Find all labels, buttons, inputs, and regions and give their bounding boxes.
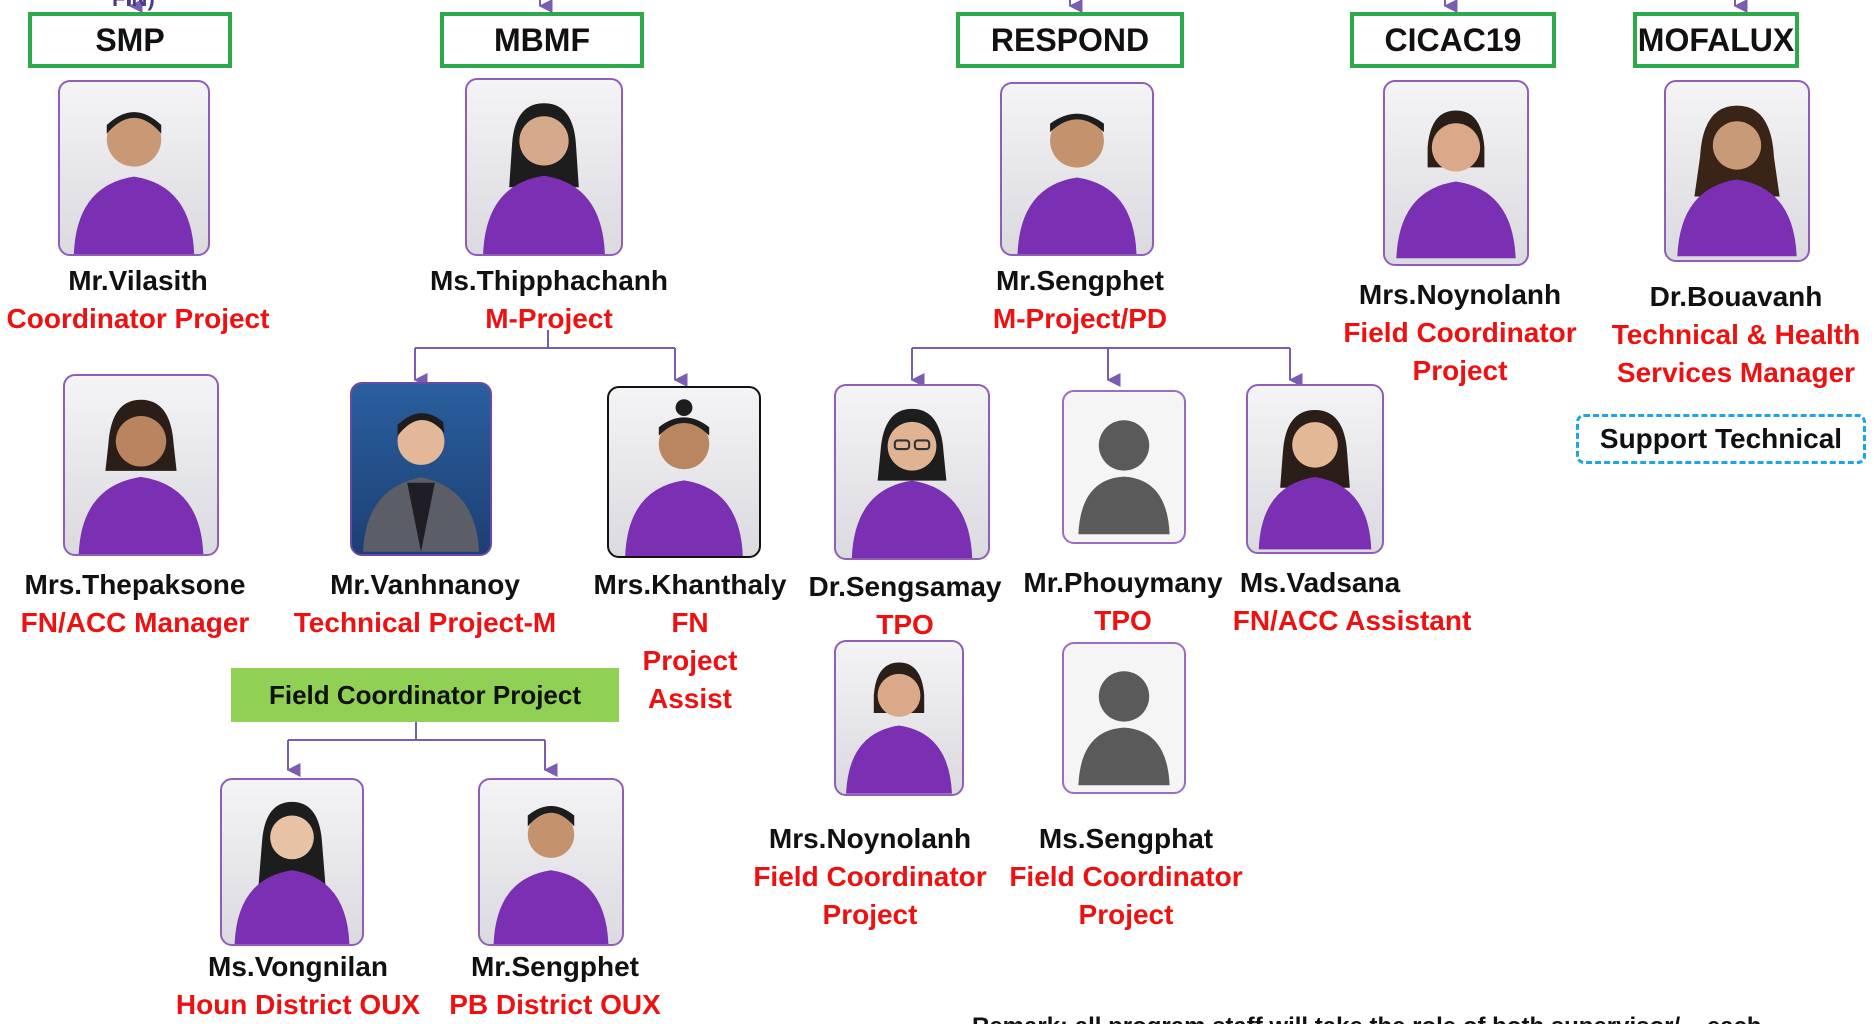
- staff-photo-noynolanh-respond: [834, 640, 964, 796]
- staff-photo-thipphachanh: [465, 78, 623, 256]
- staff-name-vongnilan: Ms.Vongnilan: [208, 951, 388, 982]
- staff-role-sengphet-pb: PB District OUX: [449, 989, 661, 1020]
- staff-role-thepaksone: FN/ACC Manager: [20, 607, 250, 638]
- staff-photo-thepaksone: [63, 374, 219, 556]
- staff-photo-sengphet-pd: [1000, 82, 1154, 256]
- staff-name-vilasith: Mr.Vilasith: [68, 265, 208, 296]
- staff-role-vilasith: Coordinator Project: [6, 303, 270, 334]
- staff-role-sengsamay: TPO: [876, 609, 934, 640]
- staff-photo-sengphat: [1062, 642, 1186, 794]
- staff-photo-sengsamay: [834, 384, 990, 560]
- staff-photo-vanhnanoy: [350, 382, 492, 556]
- staff-name-vadsana: Ms.Vadsana: [1239, 567, 1401, 598]
- project-respond: RESPOND: [956, 12, 1184, 68]
- staff-role-sengphet-pd: M-Project/PD: [992, 303, 1168, 334]
- staff-role-khanthaly: FN Project Assist: [642, 607, 738, 714]
- staff-name-thipphachanh: Ms.Thipphachanh: [430, 265, 668, 296]
- staff-name-sengphet-pb: Mr.Sengphet: [470, 951, 639, 982]
- staff-name-noynolanh-cicac: Mrs.Noynolanh: [1358, 279, 1562, 310]
- staff-photo-bouavanh: [1664, 80, 1810, 262]
- project-cicac19: CICAC19: [1350, 12, 1556, 68]
- staff-role-bouavanh: Technical & Health Services Manager: [1611, 319, 1861, 388]
- staff-photo-khanthaly: [607, 386, 761, 558]
- staff-photo-vilasith: [58, 80, 210, 256]
- footer-remark: Remark: all program staff will take the …: [972, 1014, 1872, 1024]
- staff-role-sengphat: Field Coordinator Project: [1009, 861, 1243, 930]
- staff-photo-sengphet-pb: [478, 778, 624, 946]
- staff-photo-noynolanh-cicac: [1383, 80, 1529, 266]
- staff-name-sengphet-pd: Mr.Sengphet: [995, 265, 1164, 296]
- staff-role-thipphachanh: M-Project: [485, 303, 613, 334]
- staff-photo-vadsana: [1246, 384, 1384, 554]
- staff-name-sengsamay: Dr.Sengsamay: [808, 571, 1002, 602]
- staff-photo-vongnilan: [220, 778, 364, 946]
- staff-role-phouymany: TPO: [1094, 605, 1152, 636]
- staff-role-noynolanh-cicac: Field Coordinator Project: [1343, 317, 1577, 386]
- staff-role-vongnilan: Houn District OUX: [175, 989, 421, 1020]
- support-technical-box: Support Technical: [1576, 414, 1866, 464]
- staff-name-khanthaly: Mrs.Khanthaly: [593, 569, 787, 600]
- top-cropped-label: FIN): [112, 0, 155, 12]
- staff-role-noynolanh-respond: Field Coordinator Project: [753, 861, 987, 930]
- staff-name-noynolanh-respond: Mrs.Noynolanh: [768, 823, 972, 854]
- staff-name-thepaksone: Mrs.Thepaksone: [24, 569, 246, 600]
- staff-name-vanhnanoy: Mr.Vanhnanoy: [330, 569, 520, 600]
- project-mbmf: MBMF: [440, 12, 644, 68]
- staff-name-bouavanh: Dr.Bouavanh: [1649, 281, 1823, 312]
- project-smp: SMP: [28, 12, 232, 68]
- staff-role-vadsana: FN/ACC Assistant: [1232, 605, 1472, 636]
- staff-name-phouymany: Mr.Phouymany: [1023, 567, 1223, 598]
- staff-role-vanhnanoy: Technical Project-M: [293, 607, 557, 638]
- staff-name-sengphat: Ms.Sengphat: [1038, 823, 1214, 854]
- staff-photo-phouymany: [1062, 390, 1186, 544]
- field-coordinator-project-box: Field Coordinator Project: [231, 668, 619, 722]
- project-mofalux: MOFALUX: [1633, 12, 1799, 68]
